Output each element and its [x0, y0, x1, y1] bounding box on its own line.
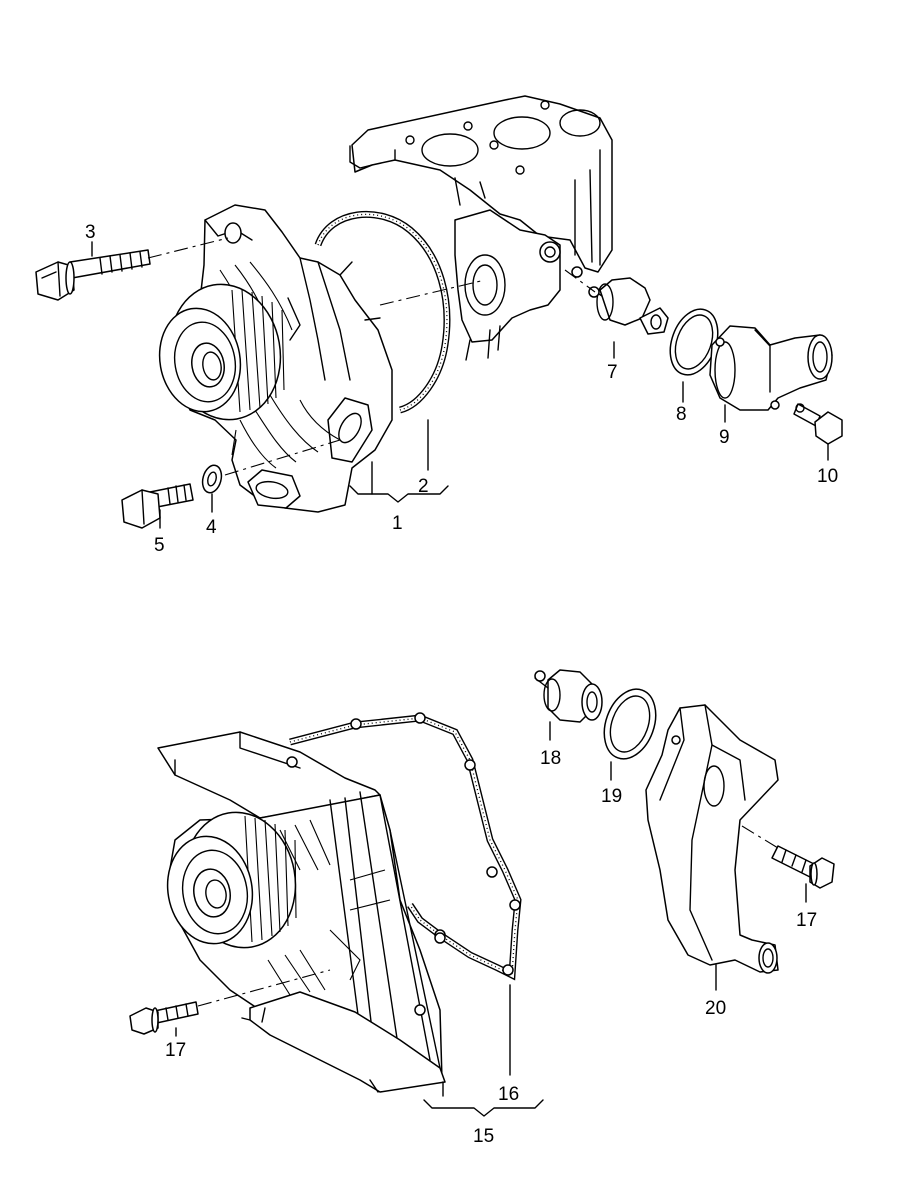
coolant-pipe [709, 325, 833, 411]
label-7: 7 [607, 362, 618, 383]
label-3: 3 [85, 222, 96, 243]
thermostat-lower [534, 669, 603, 723]
bolt-bracket [771, 845, 835, 889]
o-ring-lower [603, 688, 657, 760]
label-5: 5 [154, 535, 165, 556]
label-17-right: 17 [796, 910, 817, 931]
bolt-long [35, 249, 151, 301]
label-20: 20 [705, 998, 726, 1019]
label-9: 9 [719, 427, 730, 448]
part-labels: 1 2 3 4 5 7 8 9 10 15 16 17 17 18 19 20 [85, 222, 838, 1147]
water-pump [158, 204, 393, 513]
water-pump-housing [157, 731, 446, 1093]
label-19: 19 [601, 786, 622, 807]
leader-lines [91, 241, 829, 1117]
coolant-bracket [645, 704, 779, 974]
label-15: 15 [473, 1126, 494, 1147]
label-4: 4 [206, 517, 217, 538]
label-2: 2 [418, 476, 429, 497]
label-8: 8 [676, 404, 687, 425]
label-16: 16 [498, 1084, 519, 1105]
gasket [314, 210, 451, 414]
washer [201, 464, 223, 494]
thermostat [588, 277, 669, 335]
label-17-left: 17 [165, 1040, 186, 1061]
bolt-pipe [793, 403, 843, 445]
label-1: 1 [392, 513, 403, 534]
label-18: 18 [540, 748, 561, 769]
engine-block [349, 95, 613, 361]
bolt-short [121, 483, 194, 529]
gasket-large [289, 712, 522, 981]
label-10: 10 [817, 466, 838, 487]
bolt-pump [129, 1001, 199, 1035]
